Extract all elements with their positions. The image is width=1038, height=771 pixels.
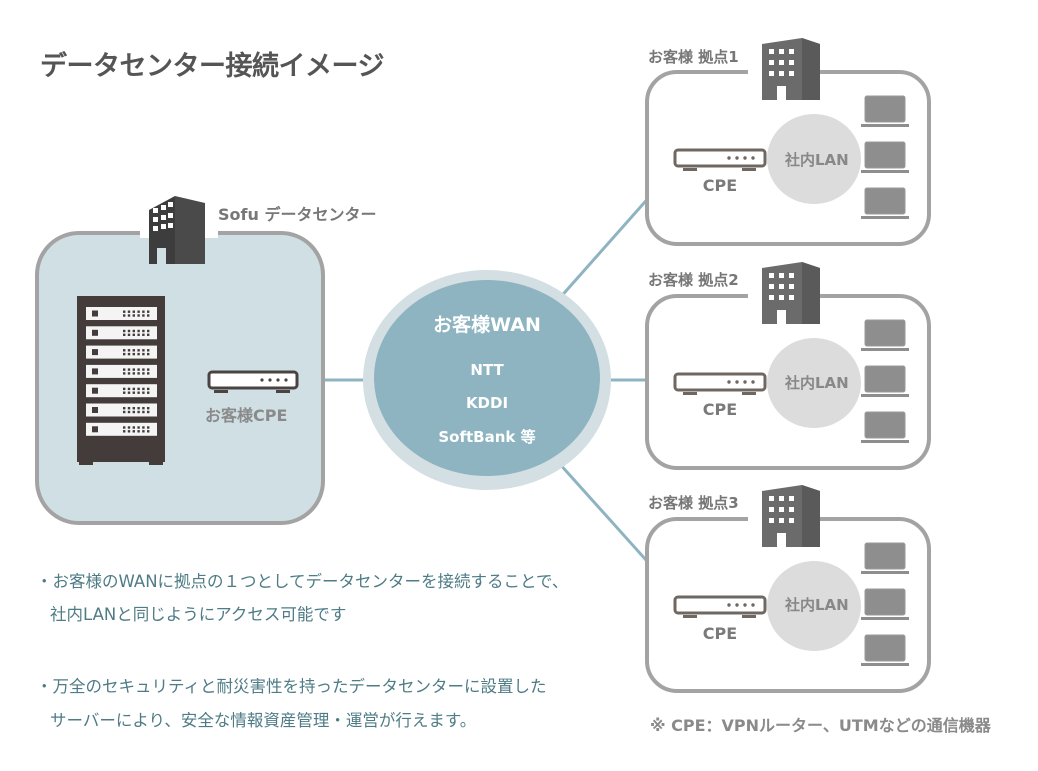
laptop-icon [861, 411, 909, 443]
page-title: データセンター接続イメージ [40, 51, 384, 82]
site-2-cpe-router-icon [673, 372, 767, 395]
description-2-line-1: ・万全のセキュリティと耐災害性を持ったデータセンターに設置した [36, 677, 547, 696]
server-unit [86, 326, 157, 340]
site-1-box [645, 38, 931, 246]
site-1-label: お客様 拠点1 [648, 48, 739, 66]
site-3-building-icon [762, 485, 820, 547]
server-unit [86, 384, 157, 398]
site-3-cpe-router-icon [673, 595, 767, 618]
laptop-icon [861, 95, 909, 127]
server-unit [86, 364, 157, 378]
laptop-icon [861, 365, 909, 397]
sites-layer [645, 38, 931, 693]
description-1-line-1: ・お客様のWANに拠点の１つとしてデータセンターを接続することで、 [36, 572, 569, 591]
site-3-cpe-label: CPE [702, 624, 738, 643]
site-1-cpe-label: CPE [702, 176, 738, 195]
site-2-box [645, 262, 931, 470]
site-2-lan-label: 社内LAN [785, 374, 849, 392]
server-unit [86, 403, 157, 417]
cpe-footnote: ※ CPE：VPNルーター、UTMなどの通信機器 [650, 716, 991, 735]
wan-carrier-kddi: KDDI [465, 394, 509, 412]
datacenter-cpe-router-icon [207, 370, 299, 393]
server-rack-icon [77, 296, 165, 465]
description-2-line-2: サーバーにより、安全な情報資産管理・運営が行えます。 [50, 711, 477, 730]
wan-title: お客様WAN [433, 314, 541, 336]
laptop-icon [861, 588, 909, 620]
server-unit [86, 307, 157, 320]
wan-circle [363, 270, 611, 490]
site-2-building-icon [762, 262, 820, 324]
site-2-cpe-label: CPE [702, 400, 738, 419]
datacenter-cpe-label: お客様CPE [205, 406, 288, 425]
server-unit [86, 345, 157, 359]
site-3-label: お客様 拠点3 [648, 494, 739, 512]
laptop-icon [861, 187, 909, 219]
site-3-lan-cloud [767, 561, 861, 651]
site-1-cpe-router-icon [673, 148, 767, 171]
site-2-label: お客様 拠点2 [648, 271, 739, 289]
site-1-lan-label: 社内LAN [785, 151, 849, 169]
description-1-line-2: 社内LANと同じようにアクセス可能です [50, 605, 347, 624]
laptop-icon [861, 319, 909, 351]
laptop-icon [861, 542, 909, 574]
server-unit [86, 422, 157, 436]
site-3-lan-label: 社内LAN [785, 596, 849, 614]
wan-carrier-softbank: SoftBank 等 [438, 428, 536, 446]
datacenter-label: Sofu データセンター [218, 205, 377, 224]
laptop-icon [861, 141, 909, 173]
site-2-lan-cloud [767, 338, 861, 428]
datacenter-building-icon [149, 196, 205, 264]
laptop-icon [861, 634, 909, 666]
site-1-lan-cloud [767, 114, 861, 204]
wan-carrier-ntt: NTT [470, 361, 504, 379]
site-1-building-icon [762, 38, 820, 100]
site-3-box [645, 485, 931, 693]
